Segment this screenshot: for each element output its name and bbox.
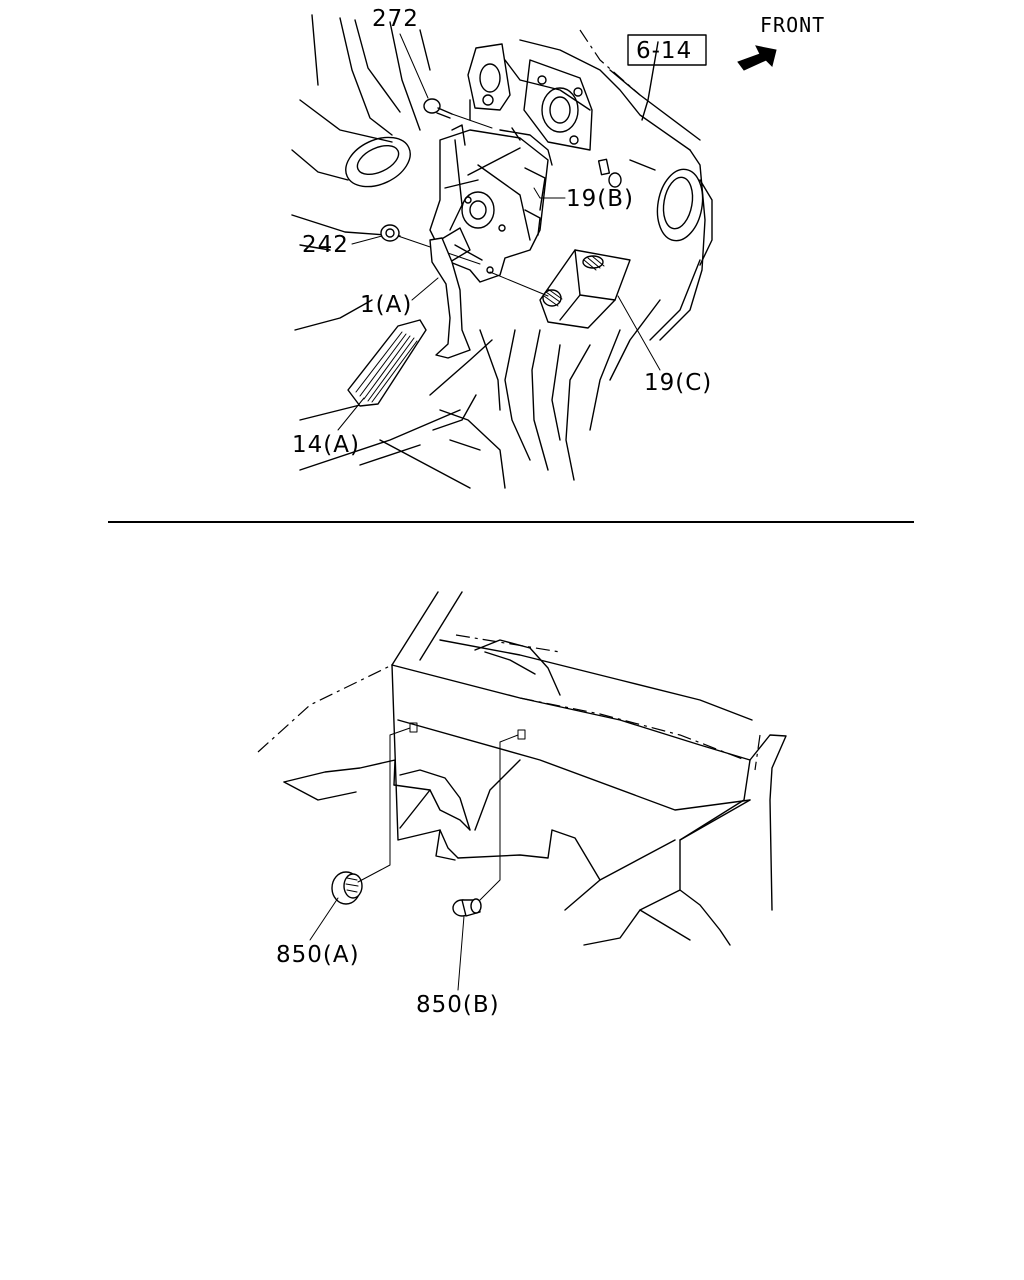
stopper-bracket-19c — [489, 249, 631, 329]
bolt-272 — [423, 98, 493, 129]
reference-box — [627, 34, 707, 66]
callout-850a: 850(A) — [276, 942, 360, 968]
bottom-view: 850(A) 850(B) — [257, 591, 787, 1018]
pedal-bracket-19b — [429, 124, 553, 283]
plug-850a — [331, 727, 411, 905]
callout-272: 272 — [372, 6, 419, 32]
front-direction-label: FRONT — [760, 13, 825, 37]
leader-850a — [309, 897, 339, 941]
pedal-arm-1a — [429, 237, 471, 359]
plug-850b — [452, 734, 519, 917]
callout-242: 242 — [302, 232, 349, 258]
callout-19b: 19(B) — [566, 186, 634, 212]
pedal-pad-14a — [347, 319, 427, 407]
dash-panel-structure — [291, 14, 713, 489]
top-view: FRONT 6-14 272 19(B) 242 1(A) 19(C) 14(A… — [291, 6, 825, 489]
top-leader-lines — [337, 33, 661, 431]
reference-box-label: 6-14 — [636, 38, 692, 64]
leader-850b — [457, 915, 465, 991]
callout-1a: 1(A) — [360, 292, 412, 318]
callout-850b: 850(B) — [416, 992, 500, 1018]
callout-14a: 14(A) — [292, 432, 360, 458]
callout-19c: 19(C) — [644, 370, 712, 396]
floor-panel-structure — [257, 591, 787, 946]
bulkhead-plate — [467, 43, 593, 151]
front-arrow-icon — [737, 45, 777, 71]
